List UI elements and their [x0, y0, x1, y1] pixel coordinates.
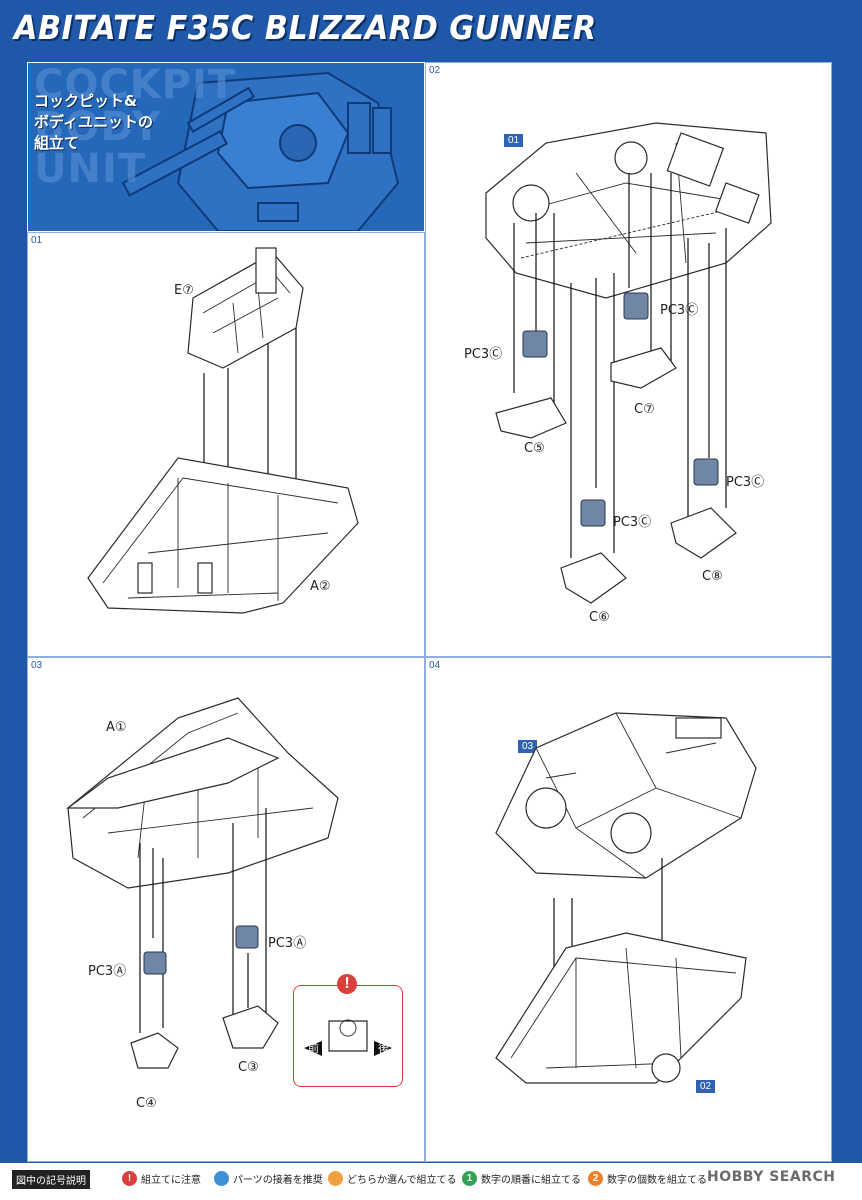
part-label-c7: C⑦ — [634, 402, 655, 417]
reference-badge: 01 — [504, 134, 524, 147]
legend-item: パーツの接着を推奨 — [214, 1171, 323, 1186]
count-icon: 2 — [588, 1171, 603, 1186]
step-number: 03 — [31, 660, 43, 671]
part-label-pc3c: PC3Ⓒ — [613, 515, 652, 530]
bg-word-unit: UNIT — [34, 146, 147, 192]
legend-item-label: 数字の順番に組立てる — [481, 1175, 581, 1186]
legend-item-label: 組立てに注意 — [141, 1175, 201, 1186]
part-label-e7: E⑦ — [174, 283, 194, 298]
pc3-part — [235, 925, 259, 949]
step-04-diagram — [495, 712, 757, 1084]
section-title: コックピット& ボディユニットの 組立て — [34, 92, 153, 152]
part-label-pc3a: PC3Ⓐ — [268, 936, 307, 951]
legend-item: 2 数字の個数を組立てる — [588, 1171, 707, 1186]
section-header-art: COCKPIT BODY UNIT コックピット& ボディユニットの 組立て — [27, 62, 425, 232]
reference-badge: 02 — [696, 1080, 716, 1093]
exclamation-icon: ! — [337, 974, 357, 994]
pc3-part — [580, 499, 606, 527]
part-label-pc3c: PC3Ⓒ — [726, 475, 765, 490]
step-01-panel: 01 E⑦ A② — [27, 232, 425, 657]
symbol-legend: 図中の記号説明 ! 組立てに注意 パーツの接着を推奨 どちらか選んで組立てる 1… — [0, 1163, 862, 1200]
page-title: ABITATE F35C BLIZZARD GUNNER — [14, 8, 597, 47]
part-label-c3: C③ — [238, 1060, 259, 1075]
step-02-diagram — [485, 122, 772, 604]
pc3-part — [693, 458, 719, 486]
pc3-part — [623, 292, 649, 320]
part-label-a2: A② — [310, 579, 331, 594]
part-label-c8: C⑧ — [702, 569, 723, 584]
exclamation-icon: ! — [122, 1171, 137, 1186]
step-number: 04 — [429, 660, 441, 671]
step-04-panel: 04 03 02 — [425, 657, 832, 1162]
legend-item-label: どちらか選んで組立てる — [347, 1175, 457, 1186]
front-label: 前 — [308, 1042, 319, 1055]
bg-word-cockpit: COCKPIT — [34, 62, 237, 108]
pc3-part — [522, 330, 548, 358]
part-label-pc3a: PC3Ⓐ — [88, 964, 127, 979]
step-number: 02 — [429, 65, 441, 76]
step-02-panel: 02 01 PC3Ⓒ PC3Ⓒ C⑦ C⑤ PC3Ⓒ — [425, 62, 832, 657]
step-03-diagram — [66, 697, 339, 1069]
part-label-c6: C⑥ — [589, 610, 610, 625]
legend-item: ! 組立てに注意 — [122, 1171, 201, 1186]
step-01-diagram — [87, 247, 359, 614]
reference-badge: 03 — [518, 740, 538, 753]
caution-note-box: ! 前 後 — [293, 974, 403, 1087]
legend-item: どちらか選んで組立てる — [328, 1171, 457, 1186]
choice-icon — [328, 1171, 343, 1186]
pc3-part — [143, 951, 167, 975]
legend-title: 図中の記号説明 — [12, 1170, 90, 1189]
part-label-pc3c: PC3Ⓒ — [464, 347, 503, 362]
bg-word-body: BODY — [34, 104, 162, 150]
part-label-c4: C④ — [136, 1096, 157, 1111]
back-label: 後 — [378, 1042, 389, 1055]
brand-logo: HOBBY SEARCH — [707, 1169, 836, 1185]
glue-icon — [214, 1171, 229, 1186]
header-robot-illustration — [121, 71, 400, 231]
step-number: 01 — [31, 235, 43, 246]
legend-item-label: パーツの接着を推奨 — [233, 1175, 323, 1186]
order-icon: 1 — [462, 1171, 477, 1186]
legend-item-label: 数字の個数を組立てる — [607, 1175, 707, 1186]
part-label-c5: C⑤ — [524, 441, 545, 456]
orientation-diagram — [304, 1019, 392, 1056]
legend-item: 1 数字の順番に組立てる — [462, 1171, 581, 1186]
part-label-a1: A① — [106, 720, 127, 735]
part-label-pc3c: PC3Ⓒ — [660, 303, 699, 318]
